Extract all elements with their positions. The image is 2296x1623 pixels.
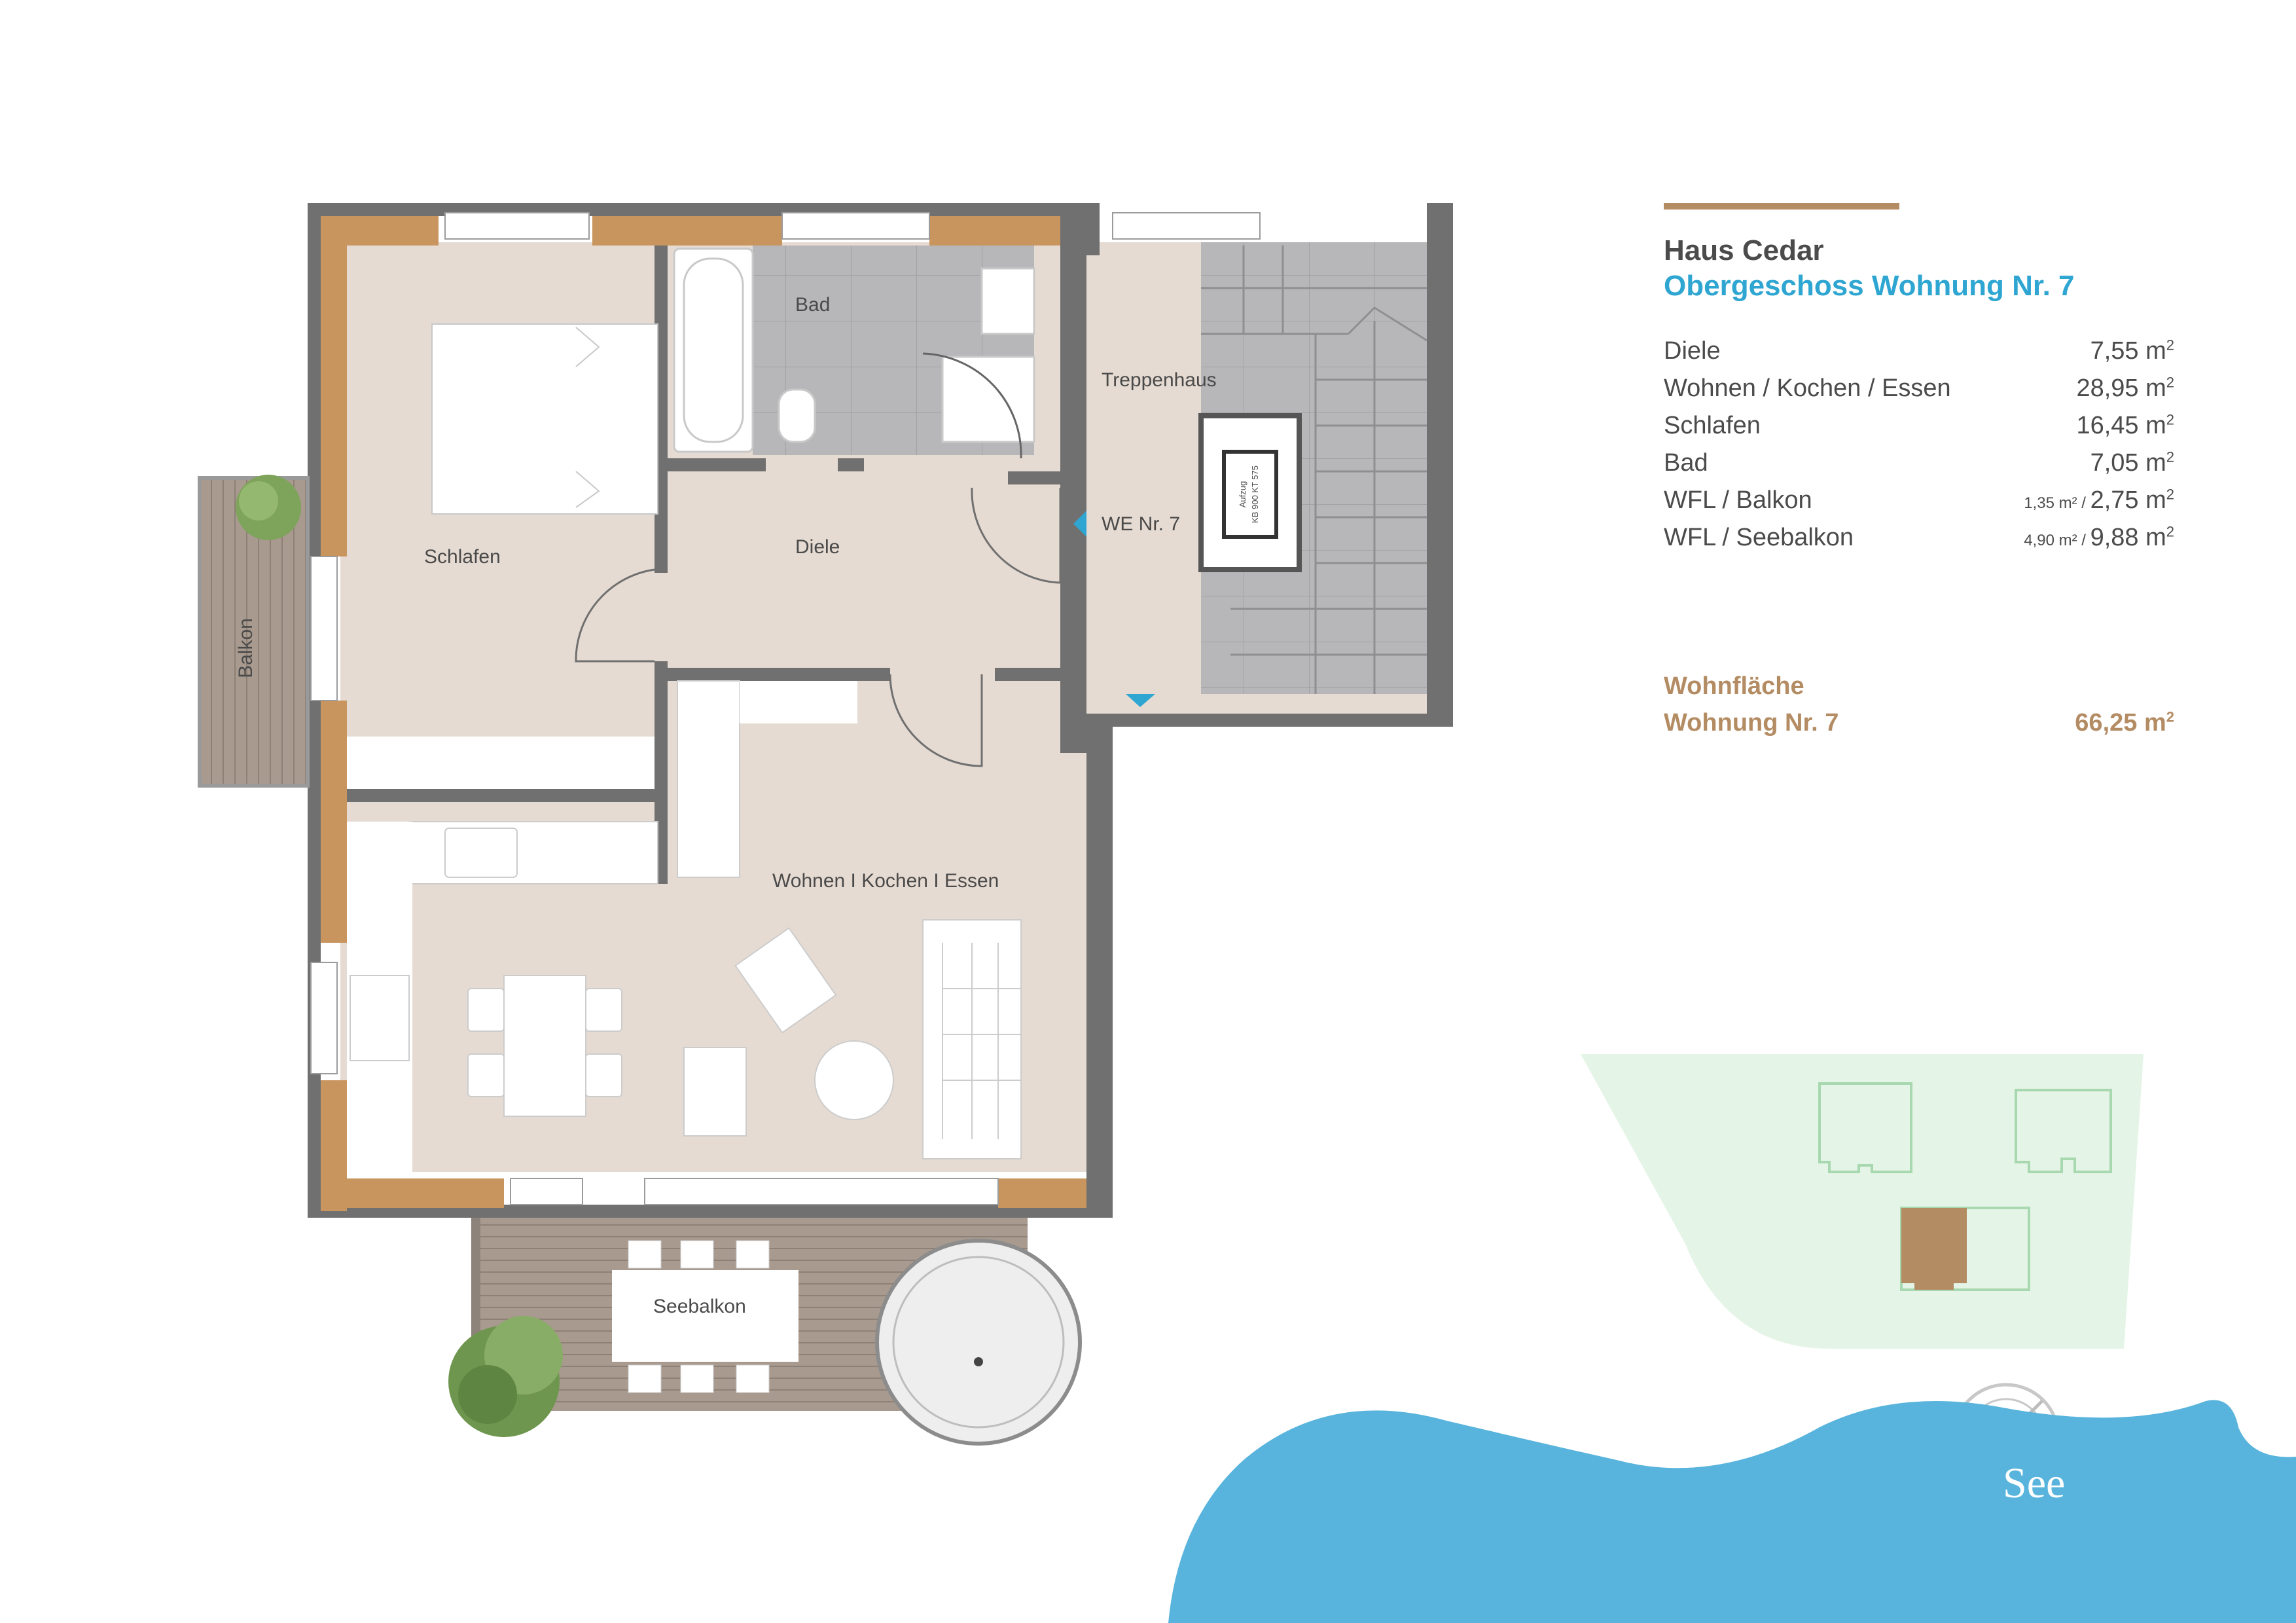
cooktop-icon: [350, 975, 410, 1061]
info-panel: Haus Cedar Obergeschoss Wohnung Nr. 7 Di…: [1664, 203, 2174, 741]
total-label-2: Wohnung Nr. 7: [1664, 709, 1839, 737]
house-cedar-marker: [1901, 1208, 1967, 1290]
accent-bar: [1664, 203, 1899, 210]
area-row: Diele 7,55 m2: [1664, 333, 2174, 370]
windows: [310, 212, 1261, 1205]
area-row: WFL / Seebalkon 4,90 m² / 9,88 m2: [1664, 519, 2174, 556]
stair-arrow-icon: [1126, 694, 1155, 707]
total-area: Wohnfläche Wohnung Nr. 7 66,25 m2: [1664, 668, 2174, 741]
total-value: 66,25 m2: [2075, 708, 2174, 737]
wardrobe: [347, 737, 655, 789]
total-row: Wohnung Nr. 7 66,25 m2: [1664, 704, 2174, 741]
room-label-wohnen: Wohnen I Kochen I Essen: [772, 870, 999, 892]
total-label-1: Wohnfläche: [1664, 672, 1804, 700]
left-balcony: [198, 475, 310, 788]
area-label: Bad: [1664, 449, 1708, 477]
shower-icon: [941, 356, 1035, 443]
stair-treads: [1201, 246, 1427, 694]
wood-trim: [321, 216, 1086, 1211]
unit-title: Obergeschoss Wohnung Nr. 7: [1664, 270, 2075, 302]
area-value: 7,05 m2: [2090, 448, 2174, 477]
house-outline-1: [1818, 1082, 1912, 1173]
area-value: 16,45 m2: [2076, 411, 2174, 439]
lake-area: [1168, 1400, 2296, 1623]
area-label: WFL / Balkon: [1664, 486, 1812, 514]
seebalkon-table: Seebalkon: [612, 1240, 798, 1393]
area-row: Bad 7,05 m2: [1664, 445, 2174, 482]
elevator-size-label: KB 900 KT 575: [1250, 465, 1260, 523]
area-row: Schlafen 16,45 m2: [1664, 407, 2174, 445]
dining-table-icon: [503, 975, 586, 1117]
room-label-balkon: Balkon: [235, 618, 257, 678]
armchair-icon-2: [734, 927, 837, 1034]
room-label-we: WE Nr. 7: [1102, 513, 1180, 535]
living-furniture: [347, 680, 1022, 1175]
house-outline-2: [2015, 1089, 2112, 1173]
room-label-seebalkon: Seebalkon: [653, 1296, 746, 1317]
lake-label: See: [2003, 1459, 2066, 1507]
elevator: Aufzug KB 900 KT 575: [1198, 413, 1302, 572]
entrance-arrow-icon: [1073, 511, 1086, 537]
area-label: Wohnen / Kochen / Essen: [1664, 374, 1951, 402]
area-row: WFL / Balkon 1,35 m² / 2,75 m2: [1664, 482, 2174, 519]
double-bed-icon: [431, 323, 658, 515]
kitchen-sink-icon: [444, 828, 518, 878]
room-label-bad: Bad: [795, 294, 830, 316]
area-value: 4,90 m² / 9,88 m2: [2024, 523, 2174, 551]
toilet-icon: [778, 388, 816, 443]
room-label-schlafen: Schlafen: [424, 546, 501, 568]
bathroom-fixtures: [673, 247, 1035, 459]
site-map: [1168, 1054, 2296, 1623]
area-value: 28,95 m2: [2076, 374, 2174, 402]
room-label-diele: Diele: [795, 536, 840, 558]
kitchen-island: [677, 680, 740, 878]
site-area: [1581, 1054, 2144, 1349]
elevator-label: Aufzug: [1238, 481, 1247, 507]
coffee-table-icon: [814, 1040, 894, 1120]
area-table: Diele 7,55 m2 Wohnen / Kochen / Essen 28…: [1664, 333, 2174, 556]
doors: [575, 487, 1062, 767]
area-row: Wohnen / Kochen / Essen 28,95 m2: [1664, 370, 2174, 407]
area-label: WFL / Seebalkon: [1664, 524, 1854, 551]
armchair-icon: [683, 1047, 747, 1137]
room-label-treppenhaus: Treppenhaus: [1102, 369, 1217, 391]
area-label: Diele: [1664, 337, 1721, 365]
sink-icon: [980, 267, 1035, 335]
area-value: 1,35 m² / 2,75 m2: [2024, 486, 2174, 514]
house-title: Haus Cedar: [1664, 234, 1824, 266]
bathtub-icon: [673, 247, 754, 453]
parasol-icon: [875, 1239, 1082, 1446]
entrance-markers: [1073, 511, 1155, 707]
area-label: Schlafen: [1664, 412, 1761, 439]
area-value: 7,55 m2: [2090, 337, 2174, 365]
bedroom-furniture: [347, 323, 658, 789]
